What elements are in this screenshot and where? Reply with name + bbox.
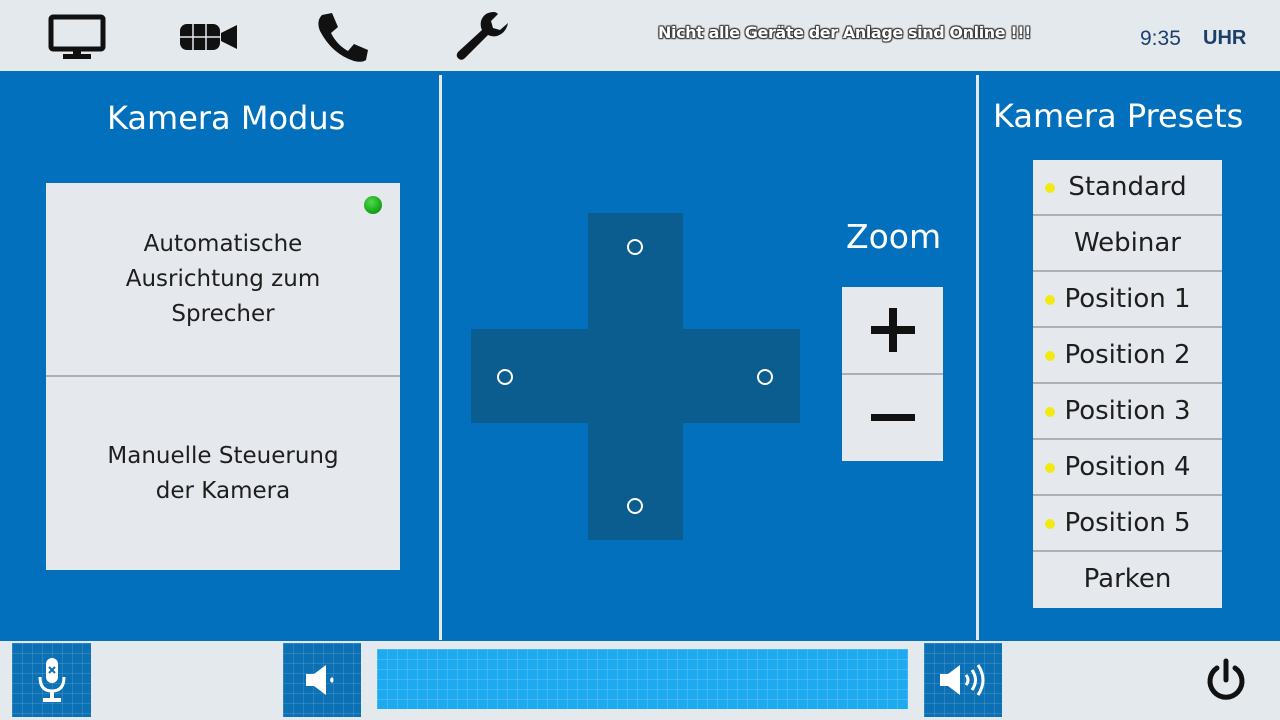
auto-tracking-button[interactable]: Automatische Ausrichtung zum Sprecher bbox=[46, 183, 400, 375]
wrench-icon[interactable] bbox=[454, 10, 510, 62]
pan-left-button[interactable] bbox=[471, 329, 588, 423]
monitor-icon[interactable] bbox=[48, 14, 106, 60]
preset-list: Standard Webinar Position 1 Position 2 P… bbox=[1033, 160, 1222, 608]
power-button[interactable] bbox=[1203, 658, 1249, 708]
preset-label: Standard bbox=[1068, 172, 1187, 202]
preset-label: Webinar bbox=[1073, 228, 1181, 258]
preset-position-3-button[interactable]: Position 3 bbox=[1033, 384, 1222, 440]
preset-saved-indicator bbox=[1045, 463, 1055, 473]
video-camera-icon[interactable] bbox=[180, 22, 238, 52]
manual-control-label-line: Manuelle Steuerung bbox=[107, 442, 339, 469]
preset-saved-indicator bbox=[1045, 407, 1055, 417]
manual-control-label-line: der Kamera bbox=[155, 477, 291, 504]
preset-position-4-button[interactable]: Position 4 bbox=[1033, 440, 1222, 496]
preset-saved-indicator bbox=[1045, 351, 1055, 361]
preset-label: Position 2 bbox=[1064, 340, 1191, 370]
preset-position-2-button[interactable]: Position 2 bbox=[1033, 328, 1222, 384]
preset-standard-button[interactable]: Standard bbox=[1033, 160, 1222, 216]
volume-up-button[interactable] bbox=[924, 643, 1002, 717]
zoom-control bbox=[842, 287, 943, 461]
right-indicator-icon bbox=[757, 369, 773, 385]
preset-parken-button[interactable]: Parken bbox=[1033, 552, 1222, 606]
preset-label: Position 5 bbox=[1064, 508, 1191, 538]
zoom-separator bbox=[842, 373, 943, 375]
top-bar: Nicht alle Geräte der Anlage sind Online… bbox=[0, 0, 1280, 71]
pan-up-button[interactable] bbox=[588, 213, 683, 329]
camera-mode-title: Kamera Modus bbox=[107, 99, 346, 137]
auto-tracking-label-line: Ausrichtung zum bbox=[125, 265, 321, 292]
left-indicator-icon bbox=[497, 369, 513, 385]
mode-separator bbox=[46, 375, 400, 377]
clock-unit: UHR bbox=[1203, 27, 1247, 49]
preset-webinar-button[interactable]: Webinar bbox=[1033, 216, 1222, 272]
preset-saved-indicator bbox=[1045, 519, 1055, 529]
auto-tracking-label-line: Sprecher bbox=[171, 300, 275, 327]
manual-control-button[interactable]: Manuelle Steuerung der Kamera bbox=[46, 377, 400, 570]
clock-time: 9:35 bbox=[1140, 27, 1181, 50]
preset-saved-indicator bbox=[1045, 183, 1055, 193]
zoom-out-button[interactable] bbox=[842, 375, 943, 461]
offline-warning-message: Nicht alle Geräte der Anlage sind Online… bbox=[658, 23, 1032, 42]
phone-icon[interactable] bbox=[314, 11, 370, 63]
preset-position-1-button[interactable]: Position 1 bbox=[1033, 272, 1222, 328]
camera-mode-selector: Automatische Ausrichtung zum Sprecher Ma… bbox=[46, 183, 400, 570]
microphone-mute-button[interactable] bbox=[12, 643, 91, 717]
volume-up-icon bbox=[940, 664, 985, 696]
zoom-in-button[interactable] bbox=[842, 287, 943, 373]
panel-divider-left bbox=[439, 75, 442, 640]
active-status-led bbox=[364, 196, 382, 214]
auto-tracking-label-line: Automatische bbox=[143, 230, 303, 257]
dpad-horizontal-bar bbox=[471, 329, 800, 423]
plus-icon bbox=[870, 308, 915, 352]
microphone-muted-icon bbox=[38, 658, 65, 702]
pan-right-button[interactable] bbox=[683, 329, 800, 423]
power-icon bbox=[1207, 658, 1245, 700]
volume-down-icon bbox=[306, 665, 334, 695]
preset-label: Position 4 bbox=[1064, 452, 1191, 482]
preset-label: Position 3 bbox=[1064, 396, 1191, 426]
down-indicator-icon bbox=[627, 498, 643, 514]
volume-down-button[interactable] bbox=[283, 643, 361, 717]
up-indicator-icon bbox=[627, 239, 643, 255]
camera-presets-title: Kamera Presets bbox=[993, 97, 1244, 135]
preset-position-5-button[interactable]: Position 5 bbox=[1033, 496, 1222, 552]
zoom-label: Zoom bbox=[846, 217, 942, 256]
preset-saved-indicator bbox=[1045, 295, 1055, 305]
preset-label: Position 1 bbox=[1064, 284, 1191, 314]
pan-down-button[interactable] bbox=[588, 423, 683, 540]
volume-level-fill bbox=[377, 649, 908, 709]
preset-label: Parken bbox=[1083, 564, 1172, 594]
panel-divider-right bbox=[976, 75, 979, 640]
volume-level-bar[interactable] bbox=[377, 649, 908, 709]
minus-icon bbox=[870, 414, 915, 421]
